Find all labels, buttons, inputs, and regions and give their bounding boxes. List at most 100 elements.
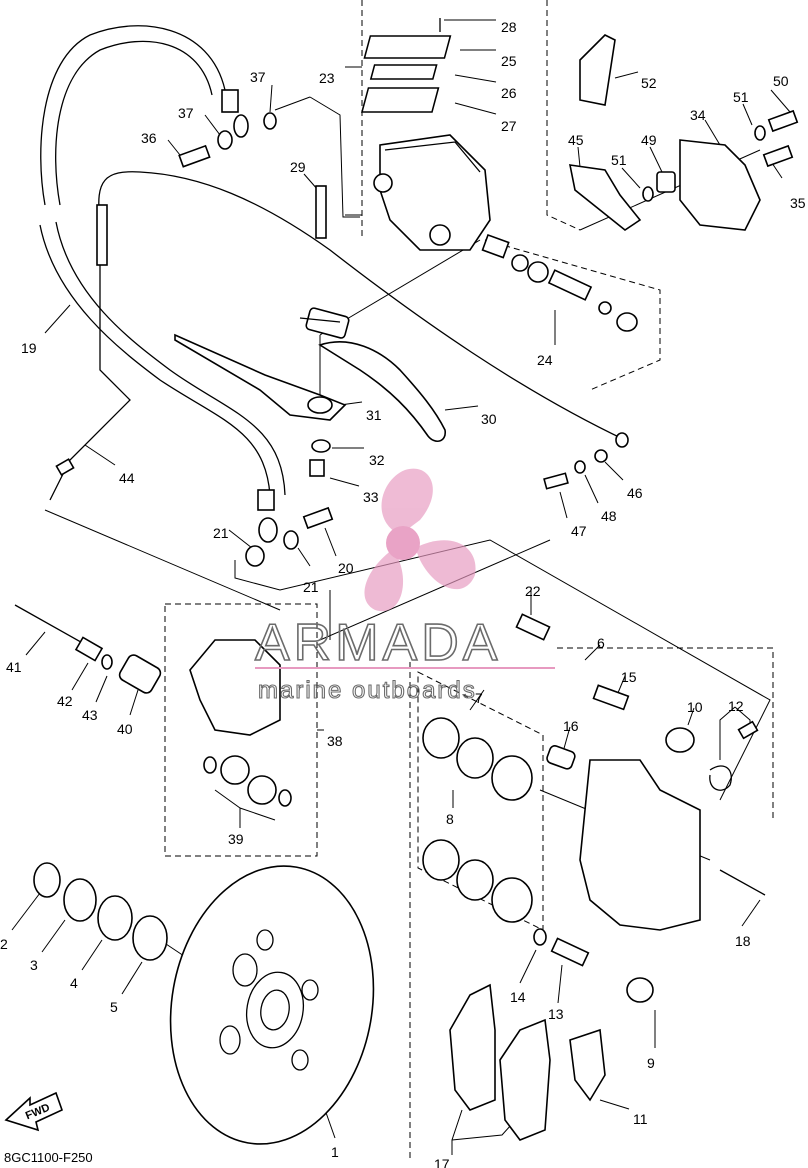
bolt-22 xyxy=(515,613,551,641)
callout-47: 47 xyxy=(571,523,587,539)
callout-12: 12 xyxy=(728,698,744,714)
washer-43 xyxy=(101,654,113,670)
sleeve-40 xyxy=(118,654,162,694)
callout-39: 39 xyxy=(228,831,244,847)
washer-3 xyxy=(63,878,97,922)
watermark-logo xyxy=(364,468,476,612)
callout-9: 9 xyxy=(647,1055,655,1071)
circlip-2 xyxy=(33,862,61,898)
pedal-45 xyxy=(568,164,642,231)
bolt-47 xyxy=(543,472,569,490)
callout-37: 37 xyxy=(178,105,194,121)
brake-pads-17 xyxy=(449,983,551,1141)
seal-8b xyxy=(456,859,494,901)
callout-52: 52 xyxy=(641,75,657,91)
washer-48 xyxy=(574,460,586,474)
callout-6: 6 xyxy=(597,635,605,651)
clip xyxy=(709,765,732,791)
washer-21b xyxy=(283,530,299,550)
callout-30: 30 xyxy=(481,411,497,427)
callout-31: 31 xyxy=(366,407,382,423)
bolt-35 xyxy=(762,144,794,168)
piston-a xyxy=(491,755,533,801)
callout-40: 40 xyxy=(117,721,133,737)
plate-26 xyxy=(369,64,438,80)
bolt-50 xyxy=(767,109,799,133)
callout-22: 22 xyxy=(525,583,541,599)
callout-32: 32 xyxy=(369,452,385,468)
callout-44: 44 xyxy=(119,470,135,486)
callout-8: 8 xyxy=(446,811,454,827)
callout-7: 7 xyxy=(475,690,483,706)
pedal-bracket-34 xyxy=(568,34,799,231)
callout-27: 27 xyxy=(501,118,517,134)
sleeve-16 xyxy=(546,745,576,770)
callout-36: 36 xyxy=(141,130,157,146)
brake-cable-44 xyxy=(49,171,629,501)
collar-46 xyxy=(594,449,608,463)
rear-caliper-38 xyxy=(14,604,292,807)
callout-41: 41 xyxy=(6,659,22,675)
collar-49 xyxy=(656,171,676,193)
hose-fitting-upper xyxy=(221,89,239,113)
washer-37a xyxy=(217,130,233,150)
callout-28: 28 xyxy=(501,19,517,35)
rear-disc-hardware xyxy=(33,862,168,961)
callout-19: 19 xyxy=(21,340,37,356)
plate-52 xyxy=(579,34,616,106)
callout-38: 38 xyxy=(327,733,343,749)
piston-kit-24 xyxy=(481,233,638,332)
spring-42 xyxy=(74,636,104,662)
piston-b xyxy=(491,877,533,923)
lever-bracket xyxy=(305,307,350,339)
banjo-eye-lower xyxy=(258,517,278,543)
outline-rear-caliper-38 xyxy=(164,603,318,857)
washer-51a xyxy=(754,125,766,141)
washer-37b xyxy=(263,112,277,130)
callout-21: 21 xyxy=(213,525,229,541)
callout-51: 51 xyxy=(611,152,627,168)
nut-33 xyxy=(309,459,325,477)
washer-21a xyxy=(245,545,265,567)
cap-25 xyxy=(363,35,452,59)
callout-2: 2 xyxy=(0,936,8,952)
callout-26: 26 xyxy=(501,85,517,101)
callout-3: 3 xyxy=(30,957,38,973)
small-hardware xyxy=(178,112,608,567)
callout-23: 23 xyxy=(319,70,335,86)
washer-51b xyxy=(642,186,654,202)
bleed-screw-12 xyxy=(737,720,759,740)
callout-29: 29 xyxy=(290,159,306,175)
watermark-text: ARMADA marine outboards xyxy=(254,613,555,705)
callout-1: 1 xyxy=(331,1144,339,1160)
washer-32 xyxy=(311,439,331,453)
washer-14 xyxy=(533,928,547,946)
washer-4 xyxy=(97,895,133,941)
callout-43: 43 xyxy=(82,707,98,723)
callout-20: 20 xyxy=(338,560,354,576)
outline-piston-kit-24 xyxy=(484,239,661,391)
cable-end-46 xyxy=(615,432,629,448)
lever-31 xyxy=(174,333,347,421)
seal-8a xyxy=(422,839,460,881)
callout-10: 10 xyxy=(687,699,703,715)
boot-10 xyxy=(665,727,695,753)
callout-42: 42 xyxy=(57,693,73,709)
callout-21: 21 xyxy=(303,579,319,595)
callout-45: 45 xyxy=(568,132,584,148)
bolt-36 xyxy=(178,144,211,168)
callout-16: 16 xyxy=(563,718,579,734)
diagram-code: 8GC1100-F250 xyxy=(4,1150,93,1165)
brake-lever-30 xyxy=(299,317,446,443)
hose-fitting-lower xyxy=(257,489,275,511)
callout-15: 15 xyxy=(621,669,637,685)
outline-master-cylinder-right xyxy=(546,0,581,231)
cable-sleeve xyxy=(96,204,108,266)
brake-disc-1 xyxy=(169,865,375,1145)
caliper-body xyxy=(189,639,281,736)
callout-18: 18 xyxy=(735,933,751,949)
outline-front-caliper-top xyxy=(557,647,774,818)
front-caliper-6 xyxy=(422,613,766,1102)
